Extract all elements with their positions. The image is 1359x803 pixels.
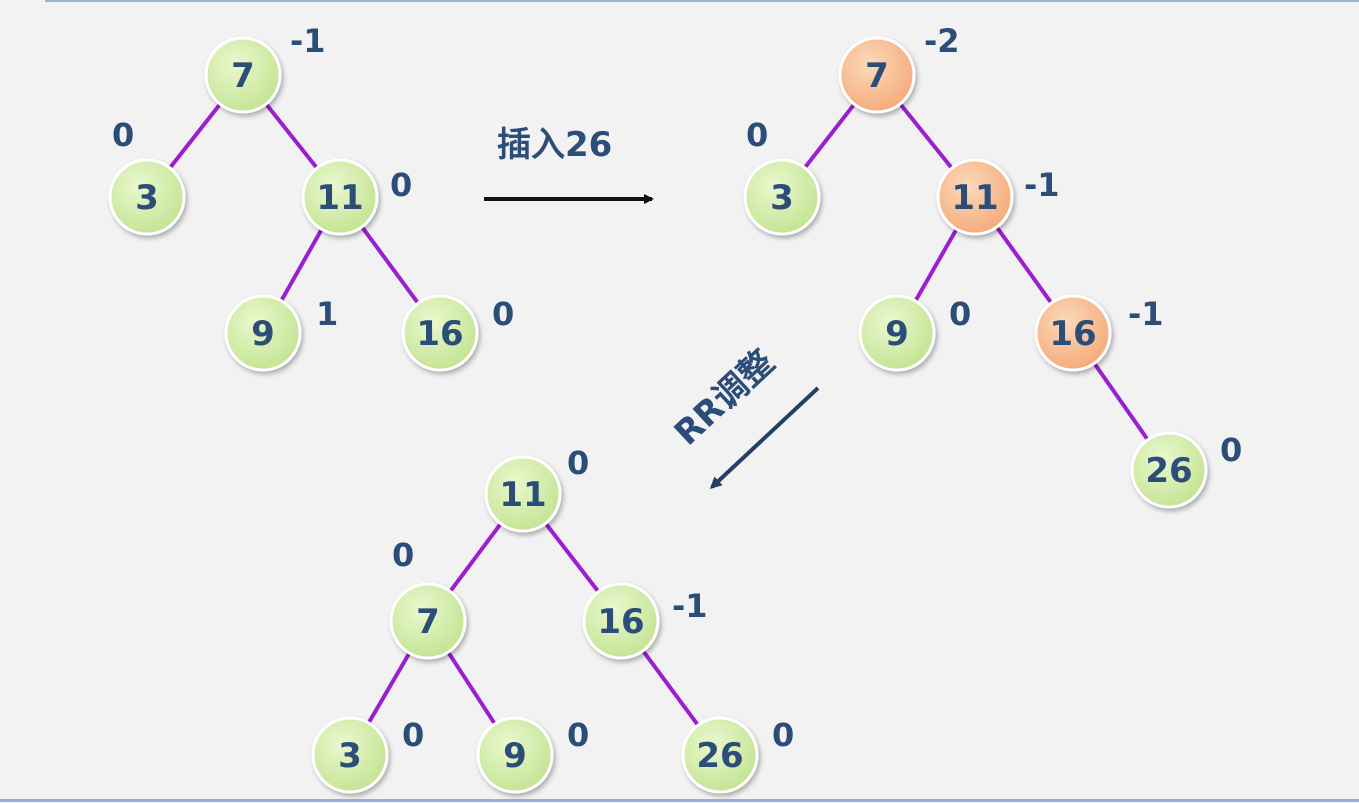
node-circle-after-insert-7 — [838, 36, 916, 114]
node-circle-after-insert-3 — [743, 158, 821, 236]
node-label-after-insert-7: 7 — [865, 56, 889, 96]
balance-factor-after-insert-11: -1 — [1024, 166, 1060, 204]
balance-factor-after-rr-rotation-3: 0 — [402, 716, 424, 754]
edge-after-insert-11-9 — [914, 228, 958, 302]
node-label-after-rr-rotation-9: 9 — [503, 736, 527, 776]
edge-after-insert-11-16 — [995, 226, 1053, 304]
balance-factor-after-insert-3: 0 — [746, 116, 768, 154]
insert-label: 插入26 — [497, 125, 612, 165]
node-after-rr-rotation-26: 26 0 — [681, 716, 794, 794]
insert-arrow-group: 插入26 — [484, 125, 654, 204]
bottom-rule — [0, 799, 1359, 802]
balance-factor-after-insert-9: 0 — [949, 295, 971, 333]
balance-factor-after-insert-7: -2 — [924, 22, 960, 60]
node-label-after-rr-rotation-26: 26 — [696, 736, 743, 776]
node-label-before-insert-11: 11 — [316, 178, 363, 218]
node-circle-after-rr-rotation-16 — [582, 582, 660, 660]
node-after-rr-rotation-9: 90 — [476, 716, 589, 794]
node-circle-after-insert-11 — [936, 158, 1014, 236]
node-circle-after-rr-rotation-7 — [389, 582, 467, 660]
balance-factor-after-rr-rotation-7: 0 — [392, 536, 414, 574]
edge-after-insert-7-11 — [899, 103, 953, 169]
node-after-insert-7: 7 -2 — [838, 22, 960, 114]
node-label-after-insert-3: 3 — [770, 178, 794, 218]
edge-after-insert-16-26 — [1093, 362, 1149, 441]
node-after-insert-11: 11 -1 — [936, 158, 1060, 236]
node-circle-before-insert-16 — [401, 294, 479, 372]
node-after-insert-16: 16 -1 — [1034, 294, 1164, 372]
balance-factor-before-insert-11: 0 — [390, 166, 412, 204]
node-after-insert-3: 30 — [743, 116, 821, 236]
edge-before-insert-11-16 — [361, 226, 419, 304]
node-circle-before-insert-11 — [301, 158, 379, 236]
node-circle-before-insert-9 — [224, 294, 302, 372]
edge-after-rr-rotation-16-26 — [642, 650, 699, 726]
edge-after-rr-rotation-7-3 — [367, 652, 411, 724]
balance-factor-after-rr-rotation-26: 0 — [772, 716, 794, 754]
edge-after-rr-rotation-7-9 — [447, 651, 496, 725]
node-label-after-rr-rotation-3: 3 — [338, 736, 362, 776]
node-before-insert-11: 11 0 — [301, 158, 412, 236]
balance-factor-after-rr-rotation-9: 0 — [567, 716, 589, 754]
edge-before-insert-7-3 — [169, 103, 221, 169]
balance-factor-after-rr-rotation-11: 0 — [567, 444, 589, 482]
balance-factor-after-rr-rotation-16: -1 — [672, 587, 708, 625]
edges-layer — [169, 103, 1149, 726]
node-circle-after-insert-26 — [1130, 431, 1208, 509]
edge-before-insert-11-9 — [280, 228, 323, 302]
node-circle-after-rr-rotation-26 — [681, 716, 759, 794]
node-label-after-insert-11: 11 — [951, 178, 998, 218]
balance-factor-before-insert-9: 1 — [316, 295, 338, 333]
balance-factor-after-insert-16: -1 — [1128, 295, 1164, 333]
node-after-rr-rotation-3: 30 — [311, 716, 424, 794]
node-after-rr-rotation-7: 70 — [389, 536, 467, 660]
balance-factor-before-insert-3: 0 — [112, 116, 134, 154]
node-label-before-insert-7: 7 — [231, 56, 255, 96]
edge-before-insert-7-11 — [265, 103, 318, 169]
node-label-after-insert-26: 26 — [1145, 451, 1192, 491]
node-before-insert-3: 30 — [108, 116, 186, 236]
node-label-before-insert-16: 16 — [416, 314, 463, 354]
node-before-insert-7: 7 -1 — [204, 22, 326, 114]
node-after-insert-26: 26 0 — [1130, 431, 1242, 509]
edge-after-rr-rotation-11-7 — [449, 523, 502, 592]
top-rule — [45, 0, 1359, 2]
node-label-after-rr-rotation-16: 16 — [597, 602, 644, 642]
rr-arrow-group: RR调整 — [667, 342, 820, 490]
node-label-after-insert-9: 9 — [885, 314, 909, 354]
balance-factor-before-insert-16: 0 — [492, 295, 514, 333]
balance-factor-before-insert-7: -1 — [290, 22, 326, 60]
node-circle-after-rr-rotation-9 — [476, 716, 554, 794]
edge-after-rr-rotation-11-16 — [544, 522, 600, 593]
node-circle-after-insert-9 — [858, 294, 936, 372]
node-circle-after-rr-rotation-11 — [484, 455, 562, 533]
node-circle-after-insert-16 — [1034, 294, 1112, 372]
edge-after-insert-7-3 — [804, 103, 855, 169]
node-label-before-insert-9: 9 — [251, 314, 275, 354]
node-label-after-rr-rotation-11: 11 — [499, 475, 546, 515]
node-circle-after-rr-rotation-3 — [311, 716, 389, 794]
node-circle-before-insert-3 — [108, 158, 186, 236]
node-after-rr-rotation-11: 11 0 — [484, 444, 589, 533]
node-after-rr-rotation-16: 16 -1 — [582, 582, 708, 660]
balance-factor-after-insert-26: 0 — [1220, 431, 1242, 469]
node-circle-before-insert-7 — [204, 36, 282, 114]
node-label-before-insert-3: 3 — [135, 178, 159, 218]
rr-arrow — [709, 386, 820, 490]
node-before-insert-16: 16 0 — [401, 294, 514, 372]
node-label-after-insert-16: 16 — [1049, 314, 1096, 354]
node-label-after-rr-rotation-7: 7 — [416, 602, 440, 642]
